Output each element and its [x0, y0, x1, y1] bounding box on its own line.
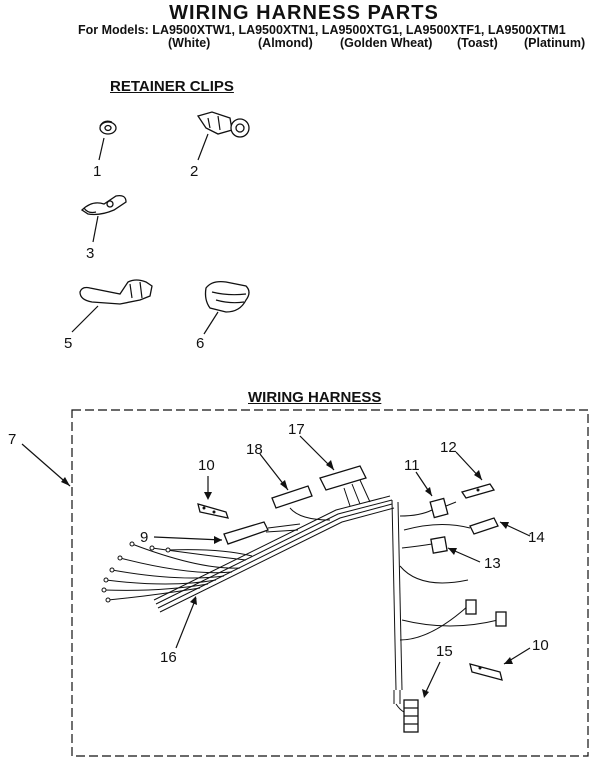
leader-6: [203, 311, 219, 335]
color-almond: (Almond): [258, 36, 313, 50]
callout-17: 17: [288, 421, 305, 438]
clip-2-part: [196, 111, 250, 138]
color-platinum: (Platinum): [524, 36, 586, 50]
leader-16: [175, 597, 197, 649]
connector-15-part: [395, 699, 419, 733]
retainer-clips-heading: RETAINER CLIPS: [110, 78, 234, 95]
callout-1: 1: [93, 163, 101, 180]
leader-3: [92, 215, 99, 243]
callout-12: 12: [440, 439, 457, 456]
connector-13-part: [401, 536, 448, 554]
color-golden-wheat: (Golden Wheat): [340, 36, 433, 50]
leader-15: [423, 661, 441, 697]
callout-2: 2: [190, 163, 198, 180]
leader-1: [98, 137, 105, 161]
color-white: (White): [168, 36, 211, 50]
wire-ends-left: [101, 541, 253, 603]
callout-14: 14: [528, 529, 545, 546]
wiring-harness-heading: WIRING HARNESS: [248, 389, 382, 406]
connector-9-part: [223, 521, 301, 545]
callout-18: 18: [246, 441, 263, 458]
connector-17-part: [319, 465, 371, 507]
callout-16: 16: [160, 649, 177, 666]
harness-trunk: [153, 495, 403, 704]
page-title: WIRING HARNESS PARTS: [169, 2, 439, 24]
callout-13: 13: [484, 555, 501, 572]
models-line: For Models: LA9500XTW1, LA9500XTN1, LA95…: [78, 23, 566, 37]
terminal-10-lower-part: [469, 663, 503, 681]
leader-2: [197, 133, 209, 161]
harness-frame: [71, 409, 589, 757]
trunk-branches: [399, 565, 507, 641]
terminal-10-upper-part: [197, 503, 229, 519]
callout-6: 6: [196, 335, 204, 352]
clip-3-part: [80, 194, 127, 216]
color-toast: (Toast): [457, 36, 498, 50]
leader-9: [153, 536, 223, 541]
clip-5-part: [79, 279, 153, 305]
leader-5: [71, 305, 99, 333]
callout-10-lower: 10: [532, 637, 549, 654]
clip-1-part: [99, 120, 117, 135]
connector-11-part: [399, 497, 457, 519]
terminal-12-part: [460, 483, 496, 499]
connector-18-part: [271, 485, 331, 521]
callout-11: 11: [404, 457, 420, 474]
clip-6-part: [204, 280, 250, 313]
callout-10-upper: 10: [198, 457, 215, 474]
terminal-14-part: [403, 517, 499, 535]
leader-7: [21, 443, 71, 487]
callout-9: 9: [140, 529, 148, 546]
callout-3: 3: [86, 245, 94, 262]
callout-15: 15: [436, 643, 453, 660]
callout-5: 5: [64, 335, 72, 352]
callout-7: 7: [8, 431, 16, 448]
